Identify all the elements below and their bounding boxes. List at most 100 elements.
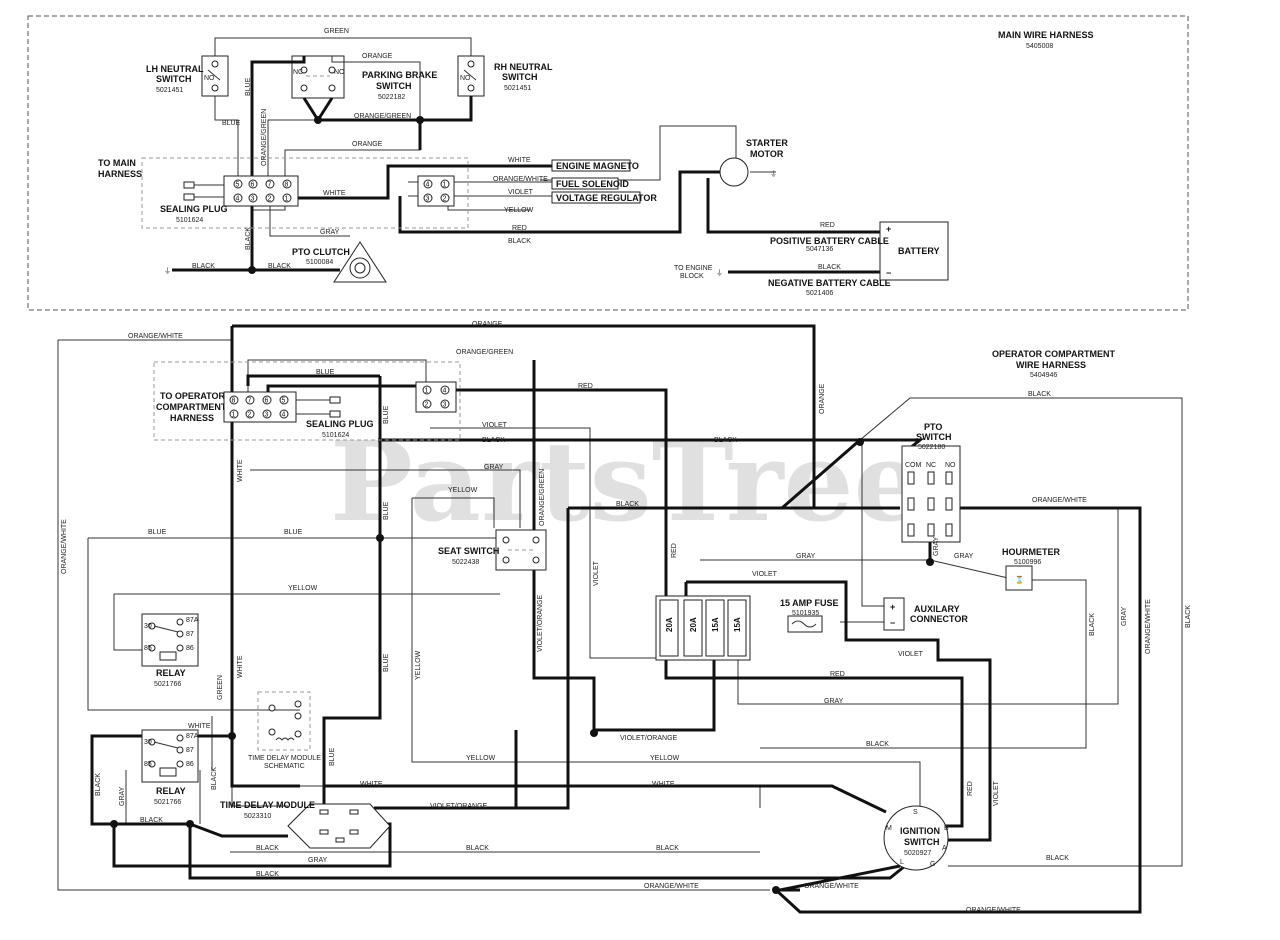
wire-label: BLACK [866,741,889,748]
fuse-3: 15A [711,617,720,632]
r1-85: 85 [144,645,152,652]
relay2-part: 5021766 [154,799,181,806]
ignition-name-1: IGNITION [900,826,940,836]
ign-b: B [944,825,949,832]
wire-label: GRAY [320,229,340,236]
lh-neutral-name-2: SWITCH [156,74,192,84]
parking-brake-name-1: PARKING BRAKE [362,70,437,80]
fuse-block: 20A 20A 15A 15A [655,595,751,661]
wire-label: GRAY [824,698,844,705]
ground-icon: ⏚ [716,269,723,277]
to-main-label-2: HARNESS [98,169,142,179]
svg-text:7: 7 [248,398,252,405]
svg-text:4: 4 [236,196,240,203]
aux-label-1: AUXILARY [914,604,960,614]
wire-label: ORANGE/WHITE [61,519,68,574]
wire-label: BLUE [316,369,335,376]
wire-label: YELLOW [288,585,318,592]
svg-text:6: 6 [265,398,269,405]
to-main-label-1: TO MAIN [98,158,136,168]
relay1-part: 5021766 [154,681,181,688]
hourmeter-name: HOURMETER [1002,547,1060,557]
svg-text:7: 7 [268,182,272,189]
hourmeter: ⌛ [1005,565,1033,591]
wire-label: WHITE [652,781,675,788]
wire-label: ORANGE [352,141,383,148]
pto-clutch-name: PTO CLUTCH [292,247,350,257]
svg-text:5: 5 [236,182,240,189]
wire-label: ORANGE [819,383,826,414]
pto-switch-name-2: SWITCH [916,432,952,442]
svg-text:8: 8 [285,182,289,189]
starter-label-1: STARTER [746,138,788,148]
r1-87a: 87A [186,617,199,624]
svg-text:2: 2 [443,196,447,203]
wire-label: YELLOW [448,487,478,494]
svg-text:2: 2 [248,412,252,419]
ign-a: A [942,845,947,852]
wire-label: BLACK [1046,855,1069,862]
wire-label: GRAY [954,553,974,560]
wire-label: ORANGE/WHITE [966,907,1021,914]
r2-87a: 87A [186,733,199,740]
svg-text:⌛: ⌛ [1015,575,1024,584]
main-connector: 5 6 7 8 4 3 2 1 [223,175,299,207]
wire-label: ORANGE/GREEN [456,349,513,356]
wire-label: BLACK [482,437,505,444]
wire-label: ORANGE/WHITE [493,176,548,183]
svg-text:+: + [890,602,895,612]
main-harness-border [27,15,1189,311]
wire-label: BLACK [192,263,215,270]
wire-label: ORANGE/WHITE [1032,497,1087,504]
op-sealing-plug-part: 5101624 [322,432,349,439]
wire-label: GREEN [324,28,349,35]
r1-86: 86 [186,645,194,652]
ignition-name-2: SWITCH [904,837,940,847]
ground-icon: ⏚ [770,170,777,178]
starter-motor [719,157,749,187]
wire-label: RED [820,222,835,229]
op-sealing-plug [296,396,341,418]
pos-cable-part: 5047136 [806,246,833,253]
fuse-4: 15A [733,617,742,632]
svg-text:2: 2 [268,196,272,203]
tdm-schematic [257,691,311,751]
wire-label: BLACK [1089,613,1096,636]
fuse15-part: 5101935 [792,610,819,617]
wire-label: BLACK [256,845,279,852]
parking-brake-part: 5022182 [378,94,405,101]
lh-neutral-switch: NO [201,55,229,97]
lh-neutral-name-1: LH NEUTRAL [146,64,204,74]
ignition-switch [883,805,949,871]
op-connector: 8 7 6 5 1 2 3 4 [223,391,297,423]
wire-label: ORANGE/GREEN [354,113,411,120]
ign-s: S [913,809,918,816]
wire-label: BLACK [656,845,679,852]
relay2-name: RELAY [156,786,186,796]
wire-label: VIOLET [993,780,1000,806]
wire-label: ORANGE/WHITE [128,333,183,340]
wire-label: ORANGE [472,321,503,328]
fuse-15a [787,615,823,633]
pb-nc-label: NC [293,69,303,76]
wire-label: BLUE [329,747,336,766]
pto-nc: NC [926,462,936,469]
voltage-regulator-label: VOLTAGE REGULATOR [556,193,657,203]
relay-2: 30 87A 87 85 86 [141,729,199,783]
svg-text:4: 4 [426,182,430,189]
wire-label: YELLOW [415,650,422,680]
main-wire-labels: GREEN ORANGE ORANGE/GREEN ORANGE BLUE WH… [192,28,841,271]
wire-label: VIOLET [508,189,534,196]
battery-minus: − [886,268,891,278]
watermark: PartsTree [330,417,924,546]
ign-m: M [886,825,892,832]
wire-label: BLUE [245,77,252,96]
wire-label: BLUE [383,405,390,424]
ignition-part: 5020927 [904,850,931,857]
lh-no-label: NO [204,75,215,82]
seat-switch-part: 5022438 [452,559,479,566]
lh-neutral-part: 5021451 [156,87,183,94]
wire-label: GRAY [119,786,126,806]
main-harness-part: 5405008 [1026,43,1053,50]
rh-neutral-switch: NO [457,55,485,97]
